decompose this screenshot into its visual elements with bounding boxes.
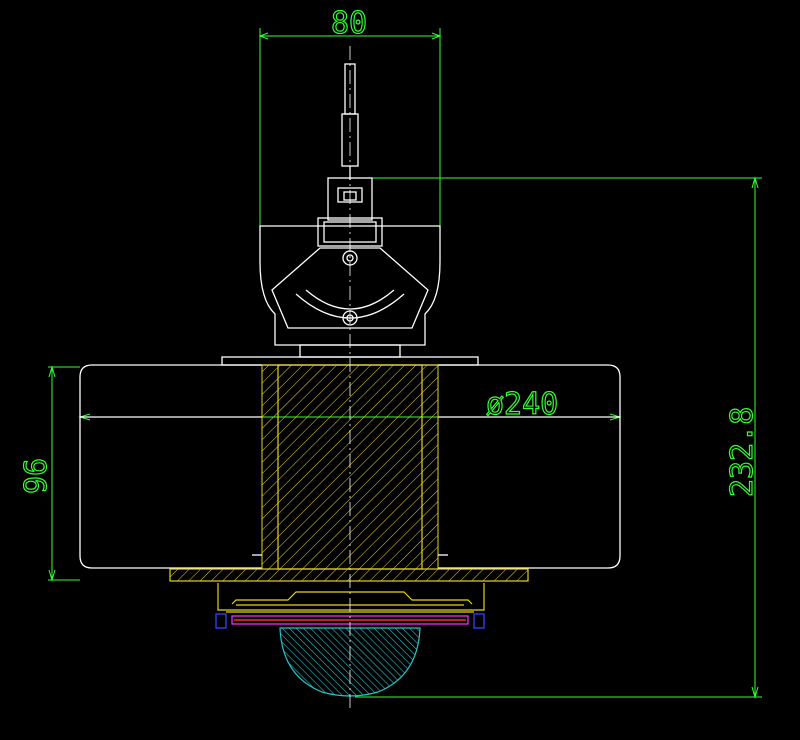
- dimension-lines: [48, 28, 762, 699]
- dimension-height-right: 232.8: [725, 407, 760, 497]
- dimension-top-width: 80: [331, 6, 367, 41]
- dimension-height-left: 96: [19, 458, 54, 494]
